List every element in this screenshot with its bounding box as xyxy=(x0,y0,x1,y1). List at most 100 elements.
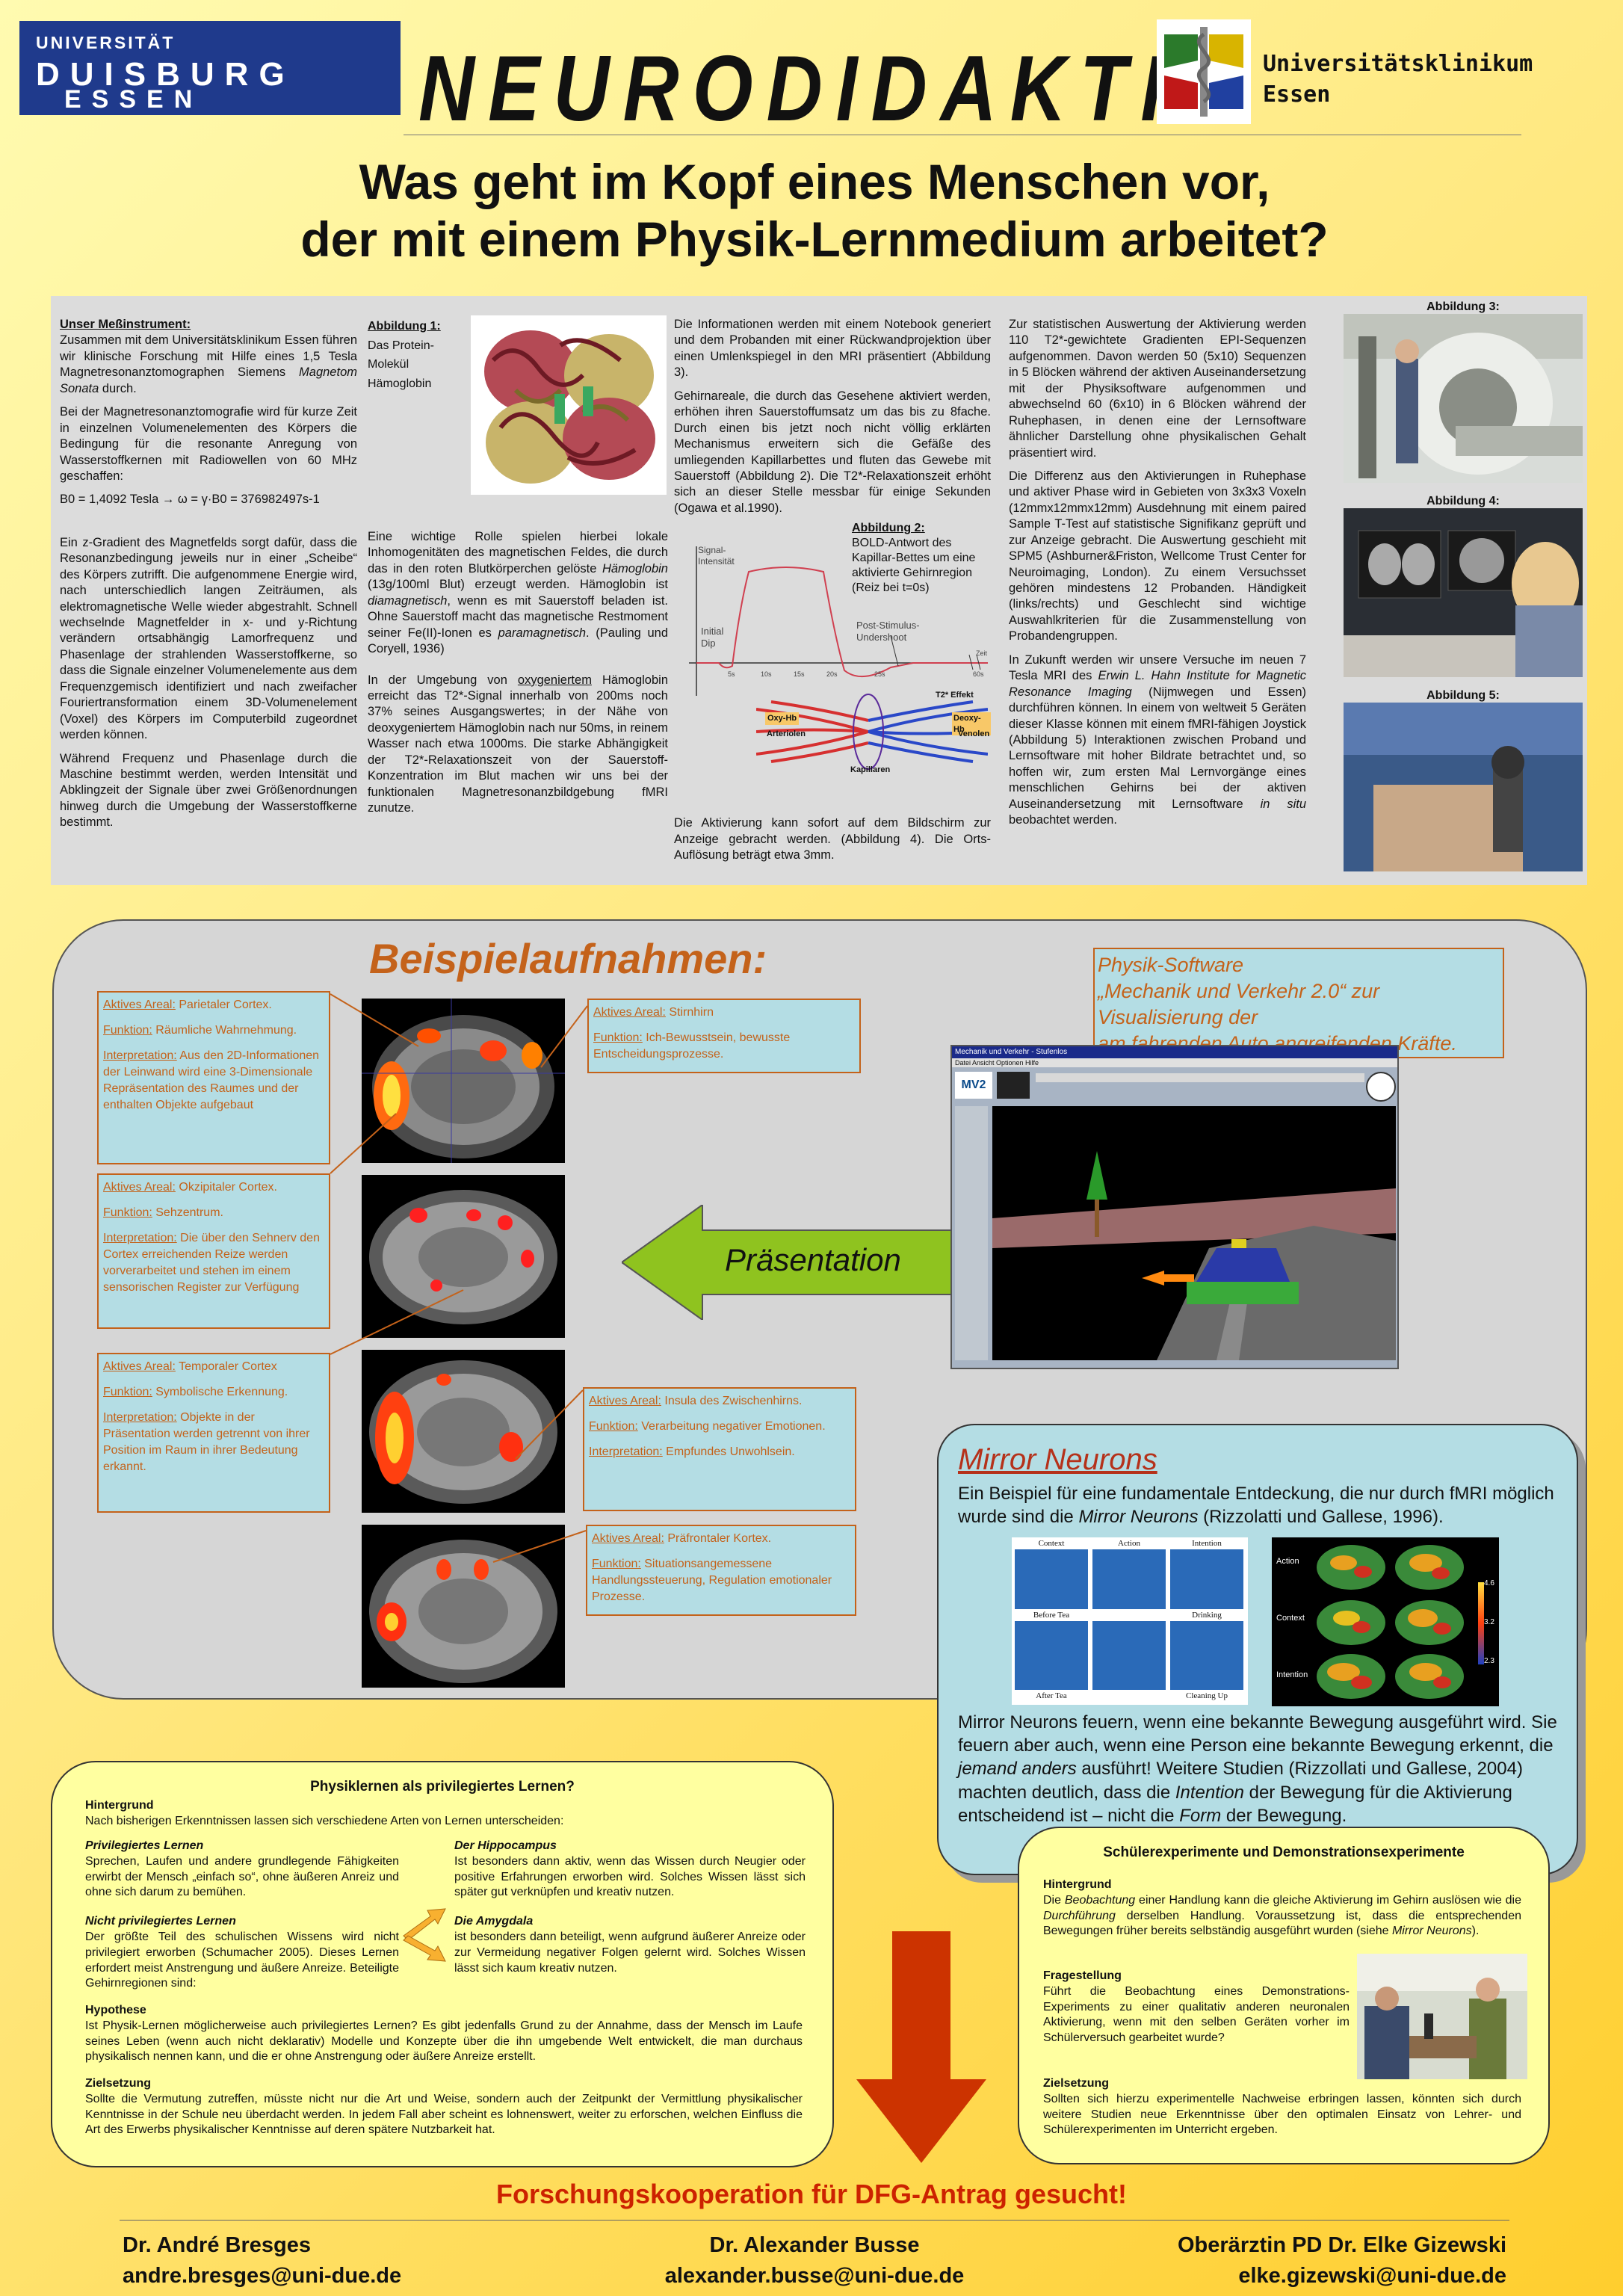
student-text-italic: Durchführung xyxy=(1043,1909,1116,1922)
annotation-key: Aktives Areal: xyxy=(103,1360,176,1373)
mirror-activation-grid: Action Context Intention 4.6 3.2 2.3 xyxy=(1272,1537,1499,1706)
row-label: Action xyxy=(1276,1557,1299,1566)
brain-scan-parietal xyxy=(362,999,565,1163)
annotation-value: Präfrontaler Kortex. xyxy=(664,1532,772,1545)
student-text-italic: Beobachtung xyxy=(1064,1893,1136,1907)
grid-label: Before Tea xyxy=(1033,1611,1070,1620)
software-toolbar[interactable] xyxy=(1036,1073,1364,1082)
mirror-intro: Ein Beispiel für eine fundamentale Entde… xyxy=(958,1482,1556,1528)
author-email[interactable]: alexander.busse@uni-due.de xyxy=(664,2263,965,2288)
author-email[interactable]: andre.bresges@uni-due.de xyxy=(123,2263,402,2288)
graph-y-label-line: Intensität xyxy=(698,555,735,567)
col3-paragraph: Gehirnareale, die durch das Gesehene akt… xyxy=(674,389,991,515)
figure-5-label: Abbildung 5: xyxy=(1426,689,1500,702)
footer-divider xyxy=(120,2220,1509,2221)
col2-text: In der Umgebung von xyxy=(368,673,518,687)
col4-text-italic: Erwin L. Hahn Institute for Magnetic Res… xyxy=(1009,669,1306,699)
learning-text: Ist besonders dann aktiv, wenn das Wisse… xyxy=(454,1854,806,1899)
learning-subheading: Die Amygdala xyxy=(454,1915,534,1928)
logo-line-2: DUISBURG xyxy=(36,56,295,93)
figure-1-caption: Abbildung 1: Das Protein- Molekül Hämogl… xyxy=(368,317,441,393)
learning-text: Sollte die Vermutung zutreffen, müsste n… xyxy=(85,2092,803,2137)
stimulus-image xyxy=(1015,1621,1088,1690)
software-titlebar: Mechanik und Verkehr - Stufenlos xyxy=(952,1046,1397,1058)
annotation-okzipital: Aktives Areal: Okzipitaler Cortex. Funkt… xyxy=(97,1173,330,1329)
capillary-deoxy-label: Deoxy-Hb xyxy=(952,712,991,735)
learning-text: Sprechen, Laufen und andere grundlegende… xyxy=(85,1854,399,1899)
info-panel: Unser Meßinstrument: Zusammen mit dem Un… xyxy=(51,296,1587,885)
annotation-value: Räumliche Wahrnehmung. xyxy=(152,1024,297,1037)
capillary-bed-diagram xyxy=(756,694,988,771)
annotation-value: Situationsangemessene Handlungssteuerung… xyxy=(592,1558,832,1604)
figure-3: Abbildung 3: xyxy=(1344,300,1583,487)
mirror-text: ausführt! Weitere Studien (Rizzollati un… xyxy=(958,1759,1523,1803)
stimulus-image xyxy=(1092,1621,1166,1690)
col4-paragraph: Die Differenz aus den Aktivierungen in R… xyxy=(1009,469,1306,644)
author-email[interactable]: elke.gizewski@uni-due.de xyxy=(1238,2263,1506,2288)
col3-paragraph: Die Informationen werden mit einem Noteb… xyxy=(674,318,991,380)
software-sidebar[interactable] xyxy=(955,1106,988,1360)
col2-text-underlined: oxygeniertem xyxy=(517,673,592,687)
learning-text: ist besonders dann beteiligt, wenn aufgr… xyxy=(454,1930,806,1975)
annotation-insula: Aktives Areal: Insula des Zwischenhirns.… xyxy=(583,1387,856,1511)
subtitle-line-1: Was geht im Kopf eines Menschen vor, xyxy=(359,154,1270,209)
student-text: einer Handlung kann die gleiche Aktivier… xyxy=(1135,1893,1522,1907)
annotation-key: Aktives Areal: xyxy=(592,1532,664,1545)
col4-text: In Zukunft werden wir unsere Versuche im… xyxy=(1009,652,1306,683)
student-subheading: Hintergrund xyxy=(1043,1878,1112,1891)
capillary-oxy-label: Oxy-Hb xyxy=(765,712,800,725)
learning-subheading: Hypothese xyxy=(85,2004,146,2016)
annotation-value: Ich-Bewusstsein, bewusste Entscheidungsp… xyxy=(593,1031,791,1061)
brain-scan-praefrontal xyxy=(362,1525,565,1688)
graph-y-label: Signal- Intensität xyxy=(698,545,735,567)
col1-text: Zusammen mit dem Universitätsklinikum Es… xyxy=(60,333,357,380)
graph-undershoot-line: Post-Stimulus- xyxy=(856,620,920,632)
brain-scan-temporal xyxy=(362,1350,565,1513)
subtitle-line-2: der mit einem Physik-Lernmedium arbeitet… xyxy=(300,212,1329,268)
col2-text: Eine wichtige Rolle spielen hierbei loka… xyxy=(368,530,668,575)
mirror-body: Mirror Neurons feuern, wenn eine bekannt… xyxy=(958,1711,1566,1827)
figure-1-caption-line: Molekül xyxy=(368,358,409,371)
student-text-italic: Mirror Neurons xyxy=(1391,1925,1472,1938)
col4-text-italic: in situ xyxy=(1260,797,1306,811)
graph-tick: 20s xyxy=(826,670,838,679)
figure-2-text: BOLD-Antwort des Kapillar-Bettes um eine… xyxy=(852,537,976,595)
annotation-key: Funktion: xyxy=(592,1558,641,1571)
capillary-arteriolen-label: Arteriolen xyxy=(767,729,806,739)
col2-text: . (Pauling und Coryell, 1936) xyxy=(368,626,668,656)
annotation-value: Empfundes Unwohlsein. xyxy=(662,1445,795,1459)
mirror-text-italic: Intention xyxy=(1175,1782,1244,1803)
author-name: Oberärztin PD Dr. Elke Gizewski xyxy=(1178,2233,1506,2257)
logo-line-3: ESSEN xyxy=(64,85,203,114)
mirror-text: Ein Beispiel für eine fundamentale Entde… xyxy=(958,1484,1554,1528)
software-logo: MV2 xyxy=(955,1072,992,1099)
mirror-text-italic: Form xyxy=(1179,1805,1222,1826)
graph-y-label-line: Signal- xyxy=(698,545,726,556)
annotation-parietal: Aktives Areal: Parietaler Cortex. Funkti… xyxy=(97,991,330,1164)
logo-line-1: UNIVERSITÄT xyxy=(36,33,176,52)
grid-label: After Tea xyxy=(1036,1691,1067,1700)
figure-1-caption-line: Hämoglobin xyxy=(368,377,432,390)
author-gizewski: Oberärztin PD Dr. Elke Gizewski elke.giz… xyxy=(1061,2230,1506,2291)
learning-subheading: Privilegiertes Lernen xyxy=(85,1839,204,1852)
graph-tick: 60s xyxy=(973,670,984,679)
col1-paragraph: Ein z-Gradient des Magnetfelds sorgt daf… xyxy=(60,535,357,742)
classroom-photo xyxy=(1357,1954,1527,2079)
annotation-key: Interpretation: xyxy=(589,1445,663,1459)
annotation-value: Insula des Zwischenhirns. xyxy=(661,1395,803,1407)
down-arrow-icon xyxy=(856,1931,986,2163)
mirror-text-italic: Mirror Neurons xyxy=(1078,1507,1199,1528)
graph-time-label: Zeit xyxy=(976,649,988,658)
col1-formula: B0 = 1,4092 Tesla → ω = γ·B0 = 376982497… xyxy=(60,493,320,507)
col2-text-italic: Hämoglobin xyxy=(602,561,668,575)
annotation-key: Funktion: xyxy=(593,1031,643,1045)
row-label: Context xyxy=(1276,1614,1305,1623)
annotation-value: Aus den 2D-Informationen der Leinwand wi… xyxy=(103,1049,320,1112)
privileged-learning-title: Physiklernen als privilegiertes Lernen? xyxy=(310,1779,575,1794)
annotation-value: Parietaler Cortex. xyxy=(175,999,272,1011)
annotation-temporal: Aktives Areal: Temporaler Cortex Funktio… xyxy=(97,1353,330,1513)
annotation-key: Funktion: xyxy=(103,1206,152,1220)
scale-label: 2.3 xyxy=(1484,1657,1494,1665)
software-scene-view[interactable] xyxy=(992,1106,1396,1360)
